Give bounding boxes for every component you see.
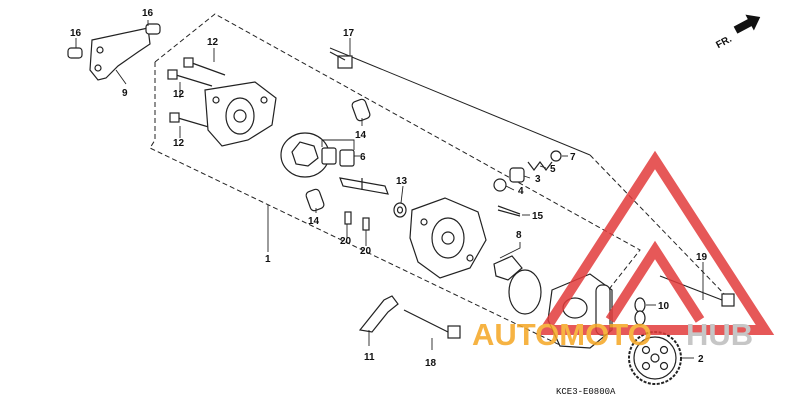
callout-17: 17 [343, 28, 355, 39]
rotor-set-part-8 [493, 255, 542, 315]
callout-6: 6 [360, 152, 366, 163]
assembly-outline [149, 13, 731, 346]
watermark-text-gray: HUB [686, 317, 753, 352]
watermark-triangle-outer [535, 150, 775, 335]
callout-14-lower: 14 [308, 216, 320, 227]
callout-1: 1 [265, 254, 271, 265]
callout-9: 9 [122, 88, 128, 99]
watermark-logo-icon [535, 150, 775, 335]
callout-16-lower: 16 [70, 28, 82, 39]
watermark-text-orange: AUTOMOTO [472, 317, 652, 352]
front-arrow-icon [733, 14, 761, 34]
callout-19: 19 [696, 252, 708, 263]
callout-labels: 16 16 9 12 12 12 17 14 6 14 13 20 20 1 7… [70, 8, 708, 369]
dowel-pin-part-14-lower [305, 188, 325, 212]
callout-12-top: 12 [207, 37, 219, 48]
sprocket-part-2 [628, 331, 682, 385]
relief-valve-parts [493, 150, 562, 192]
leader-lines [75, 20, 704, 359]
callout-12-bottom: 12 [173, 138, 185, 149]
bracket-part-9 [89, 27, 151, 81]
cotter-pin-part-15 [497, 205, 521, 217]
diagram-code: KCE3-E0800A [556, 387, 616, 397]
callout-12-middle: 12 [173, 89, 185, 100]
callout-10: 10 [658, 301, 670, 312]
callout-7: 7 [570, 152, 576, 163]
callout-16-upper: 16 [142, 8, 154, 19]
pump-body-middle [409, 197, 487, 279]
front-direction-indicator: FR. [714, 14, 761, 51]
pins-part-20 [344, 211, 370, 231]
callout-2: 2 [698, 354, 704, 365]
callout-20-right: 20 [360, 246, 372, 257]
callout-15: 15 [532, 211, 544, 222]
watermark-triangle-inner [605, 240, 705, 323]
callout-8: 8 [516, 230, 522, 241]
bolts-part-12 [167, 57, 226, 129]
callout-4: 4 [518, 186, 524, 197]
bracket-part-11 [358, 295, 399, 333]
front-direction-label: FR. [714, 34, 734, 51]
collar-part-16-lower [67, 47, 83, 59]
callout-5: 5 [550, 164, 556, 175]
callout-13: 13 [396, 176, 408, 187]
dowel-pin-part-14-upper [351, 98, 371, 122]
watermark: AUTOMOTO HUB [472, 150, 775, 352]
callout-18: 18 [425, 358, 437, 369]
washer-part-13 [393, 202, 407, 218]
rotor-set-part-6 [280, 132, 355, 178]
bolt-part-17 [329, 51, 353, 69]
pump-cover-upper [204, 81, 277, 147]
callout-20-left: 20 [340, 236, 352, 247]
bolt-part-18 [403, 309, 461, 339]
pump-shaft [339, 177, 389, 195]
callout-14-upper: 14 [355, 130, 367, 141]
callout-11: 11 [364, 352, 375, 363]
collar-part-16-upper [145, 23, 161, 35]
callout-3: 3 [535, 174, 541, 185]
